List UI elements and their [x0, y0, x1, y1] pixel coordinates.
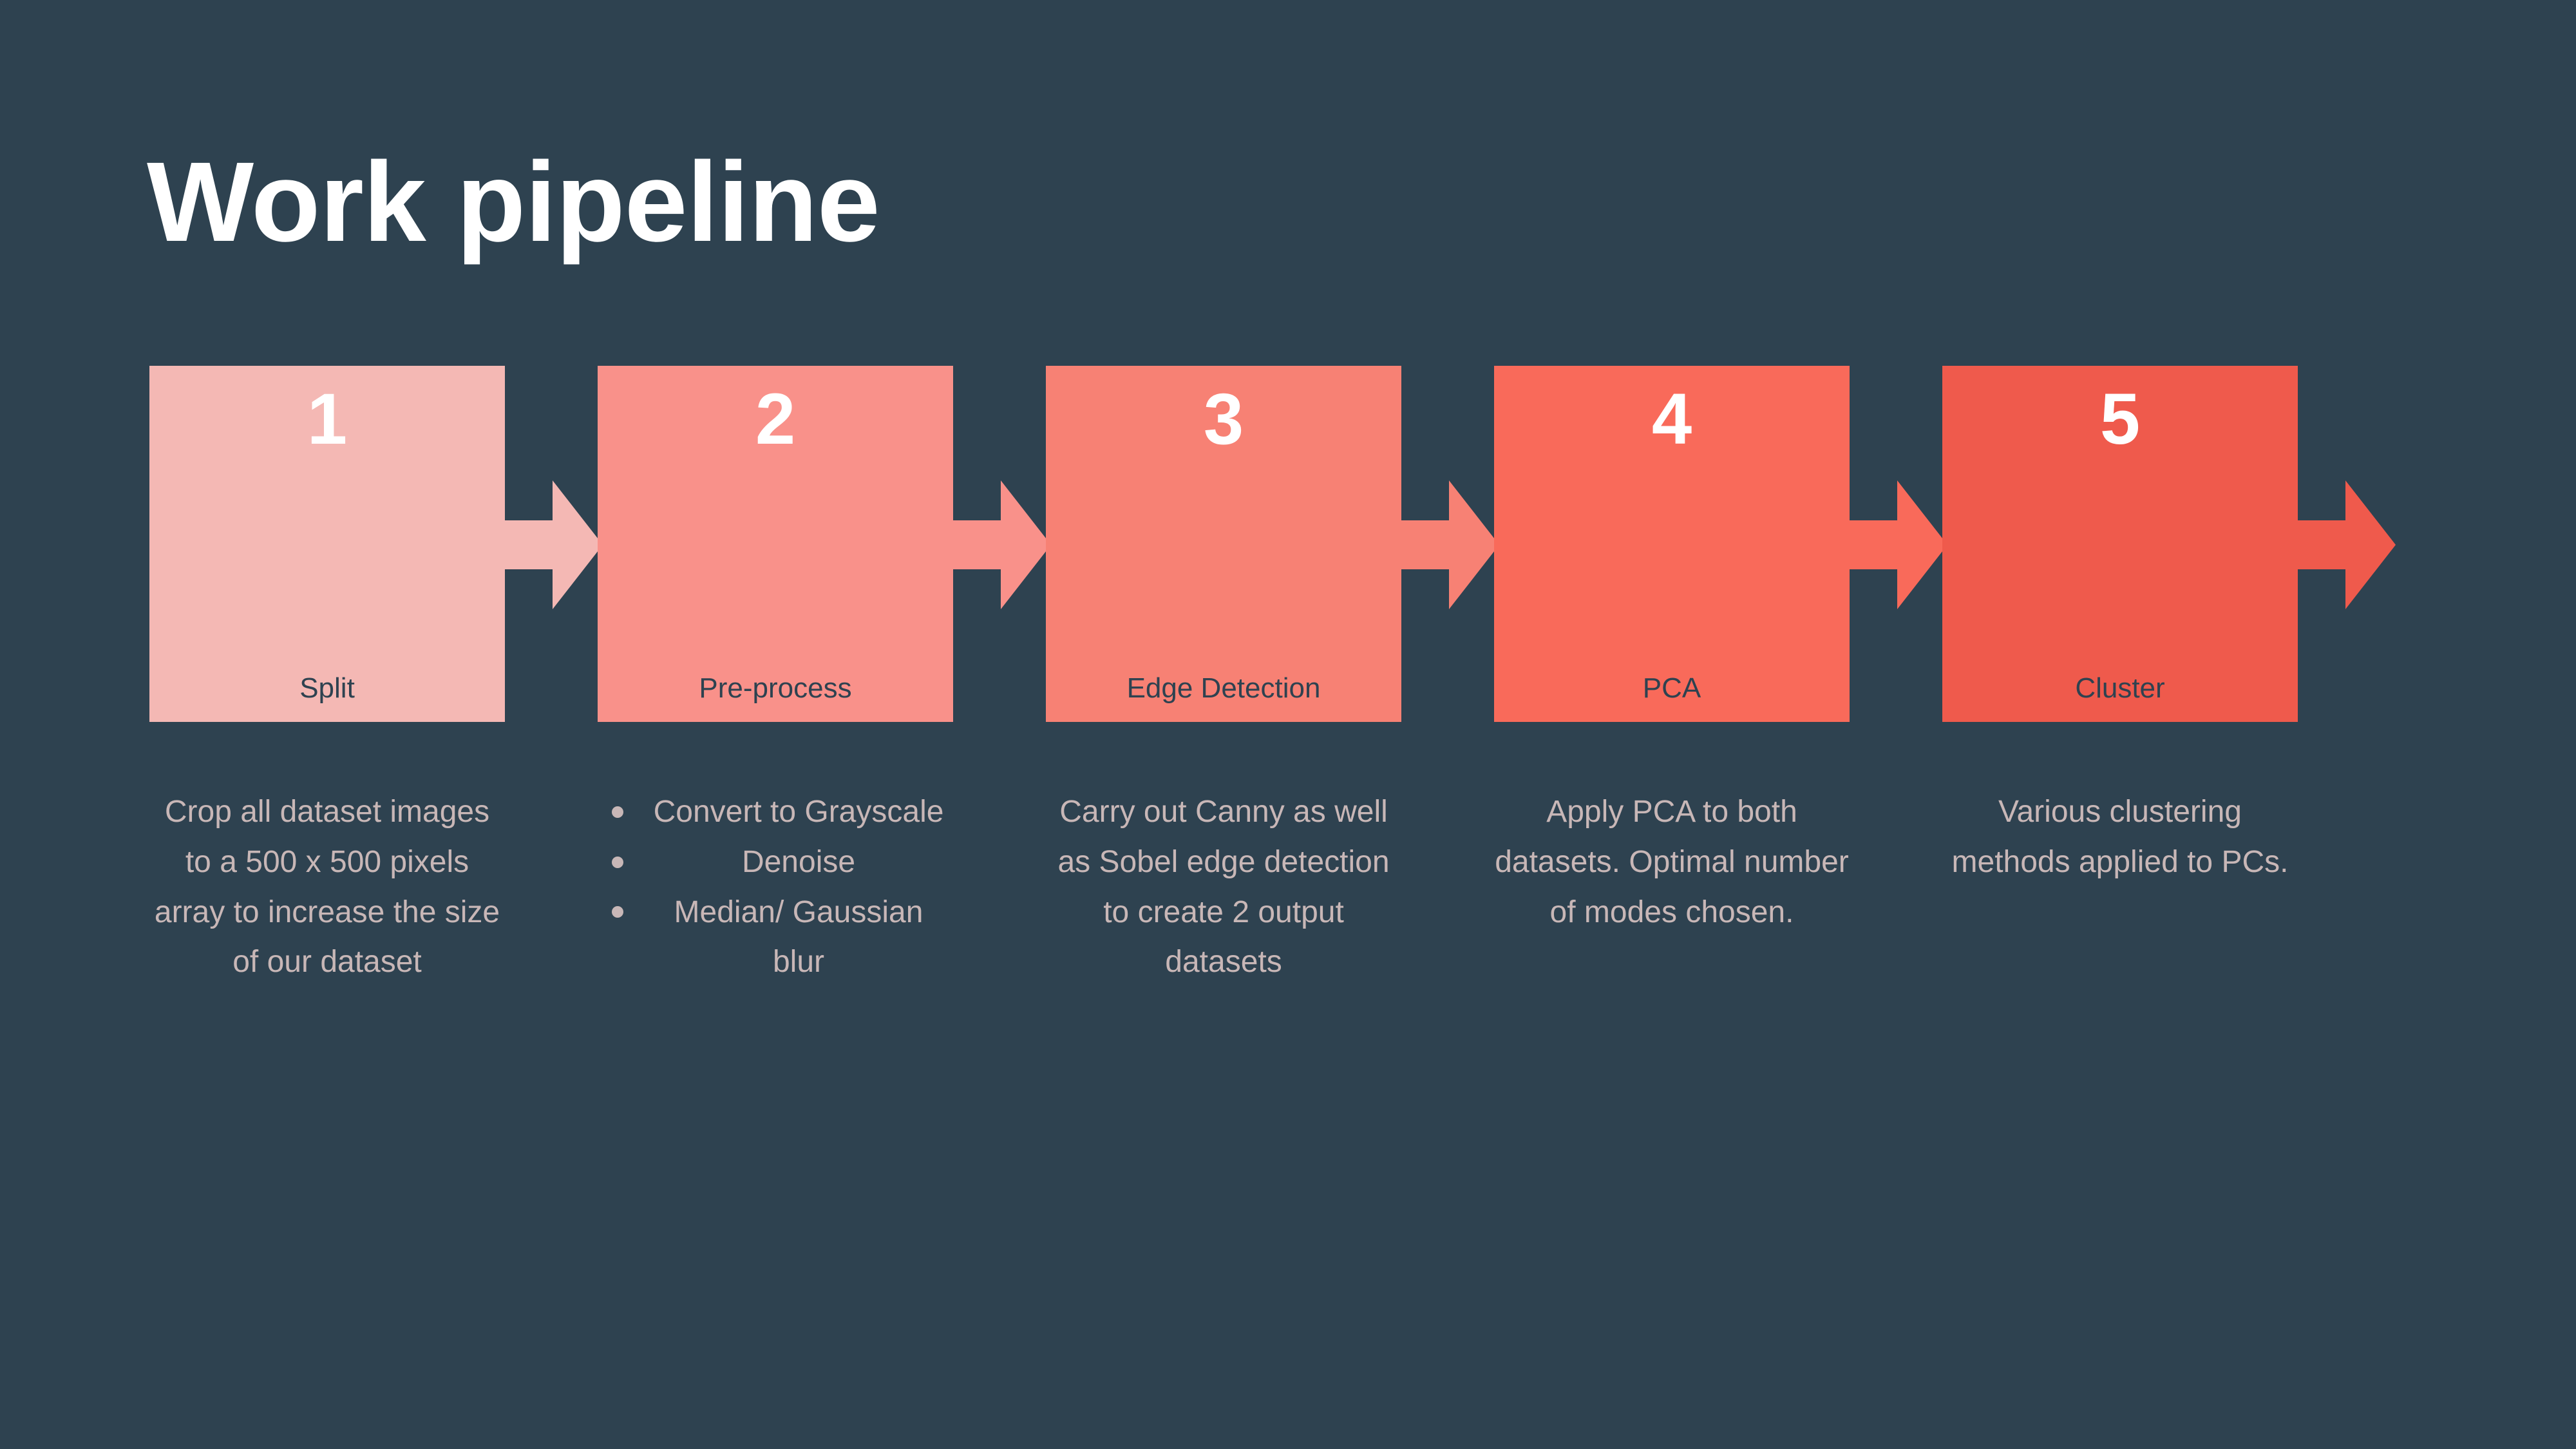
- bullet-dot-icon: [612, 906, 623, 918]
- description-paragraph: Crop all dataset images to a 500 x 500 p…: [154, 795, 500, 980]
- step-box-3: [1046, 366, 1401, 722]
- arrow-right-icon-3: [1401, 480, 1499, 609]
- list-item: Median/ Gaussian blur: [607, 887, 953, 988]
- step-number-5: 5: [2099, 379, 2141, 459]
- step-description-1: Crop all dataset images to a 500 x 500 p…: [149, 787, 505, 987]
- step-box-5: [1942, 366, 2298, 722]
- step-label-3: Edge Detection: [1126, 672, 1321, 705]
- description-paragraph: Various clustering methods applied to PC…: [1951, 795, 2289, 879]
- step-number-3: 3: [1203, 379, 1244, 459]
- arrow-right-icon-5: [2298, 480, 2396, 609]
- bullet-dot-icon: [612, 856, 623, 868]
- step-label-4: PCA: [1642, 672, 1701, 705]
- step-description-3: Carry out Canny as well as Sobel edge de…: [1046, 787, 1401, 987]
- page-title: Work pipeline: [147, 139, 880, 265]
- step-description-4: Apply PCA to both datasets. Optimal numb…: [1494, 787, 1850, 937]
- step-label-1: Split: [299, 672, 355, 705]
- arrow-right-icon-2: [953, 480, 1051, 609]
- step-box-4: [1494, 366, 1850, 722]
- step-box-1: [149, 366, 505, 722]
- arrow-right-icon-1: [505, 480, 603, 609]
- step-box-2: [598, 366, 953, 722]
- step-number-4: 4: [1651, 379, 1692, 459]
- description-paragraph: Carry out Canny as well as Sobel edge de…: [1057, 795, 1390, 980]
- step-label-5: Cluster: [2075, 672, 2165, 705]
- bullet-dot-icon: [612, 806, 623, 818]
- step-label-2: Pre-process: [699, 672, 852, 705]
- step-number-2: 2: [755, 379, 796, 459]
- list-item: Convert to Grayscale: [607, 787, 953, 837]
- description-paragraph: Apply PCA to both datasets. Optimal numb…: [1495, 795, 1849, 929]
- list-item: Denoise: [607, 837, 953, 887]
- arrow-right-icon-4: [1850, 480, 1947, 609]
- step-number-1: 1: [307, 379, 348, 459]
- step-description-5: Various clustering methods applied to PC…: [1942, 787, 2298, 887]
